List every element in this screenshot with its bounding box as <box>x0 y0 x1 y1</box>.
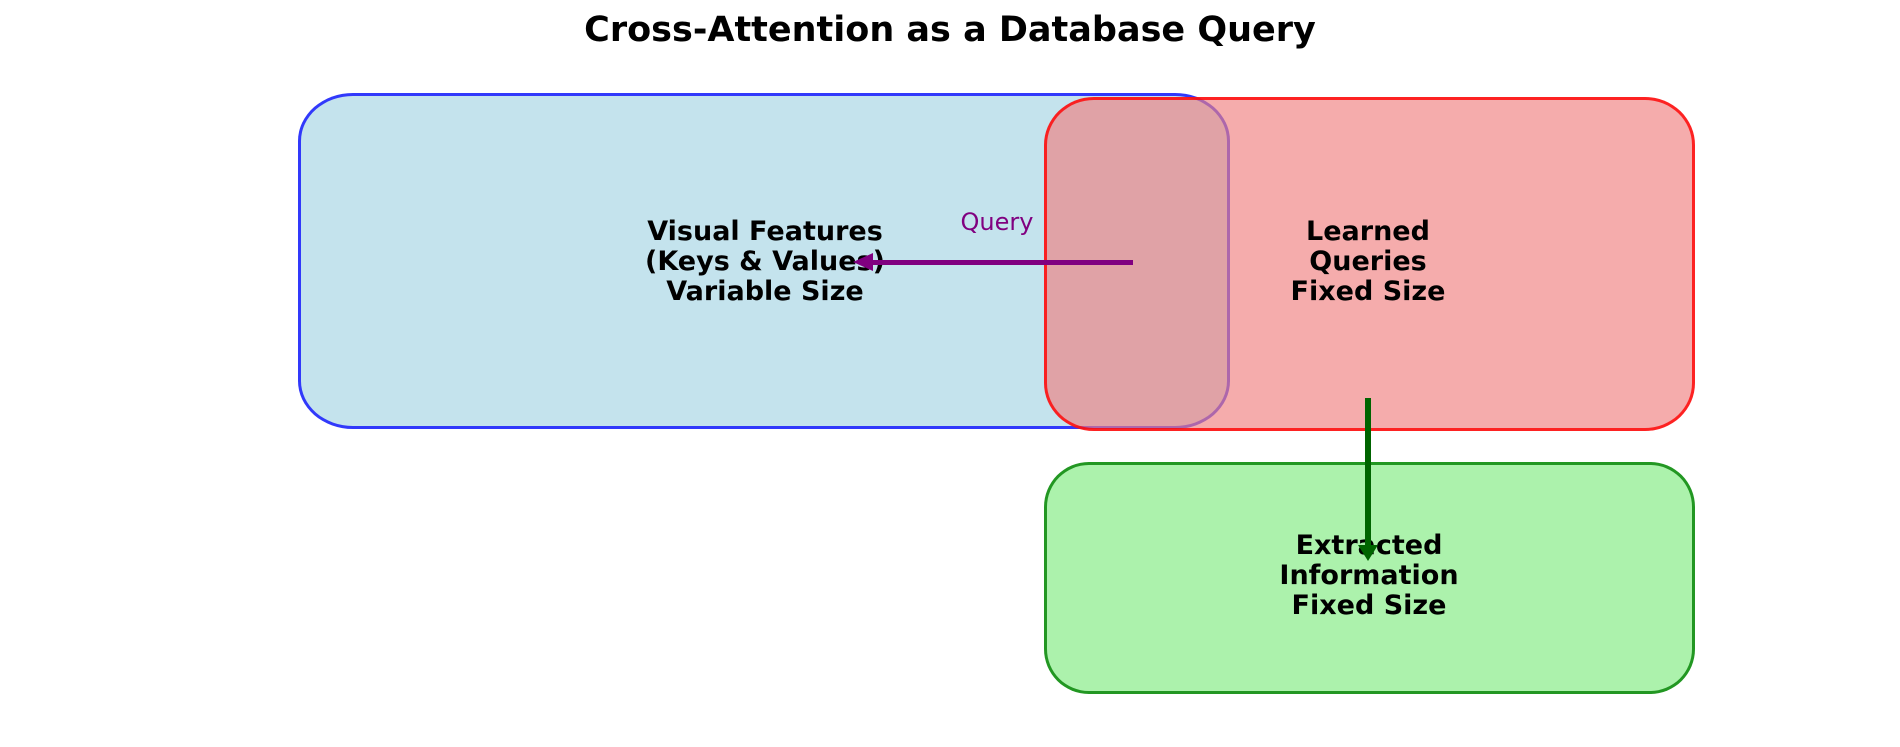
visual-features-label-line2: (Keys & Values) <box>645 246 885 277</box>
query-arrow-line <box>868 260 1133 265</box>
learned-queries-label-line3: Fixed Size <box>1290 276 1446 307</box>
extracted-information-label-line2: Information <box>1279 560 1459 591</box>
learned-queries-box <box>1044 97 1695 431</box>
visual-features-label-line3: Variable Size <box>666 276 864 307</box>
query-arrow-label: Query <box>960 208 1034 236</box>
learned-queries-label-line1: Learned <box>1306 216 1430 247</box>
diagram-title: Cross-Attention as a Database Query <box>584 10 1316 50</box>
output-arrowhead-down-icon <box>1358 545 1378 561</box>
output-arrow-line <box>1365 398 1371 548</box>
extracted-information-label-line3: Fixed Size <box>1291 590 1447 621</box>
visual-features-label-line1: Visual Features <box>647 216 883 247</box>
query-arrowhead-left-icon <box>853 253 873 271</box>
learned-queries-label-line2: Queries <box>1309 246 1427 277</box>
visual-features-label: Visual Features (Keys & Values) Variable… <box>535 217 995 307</box>
learned-queries-label: Learned Queries Fixed Size <box>1138 217 1598 307</box>
